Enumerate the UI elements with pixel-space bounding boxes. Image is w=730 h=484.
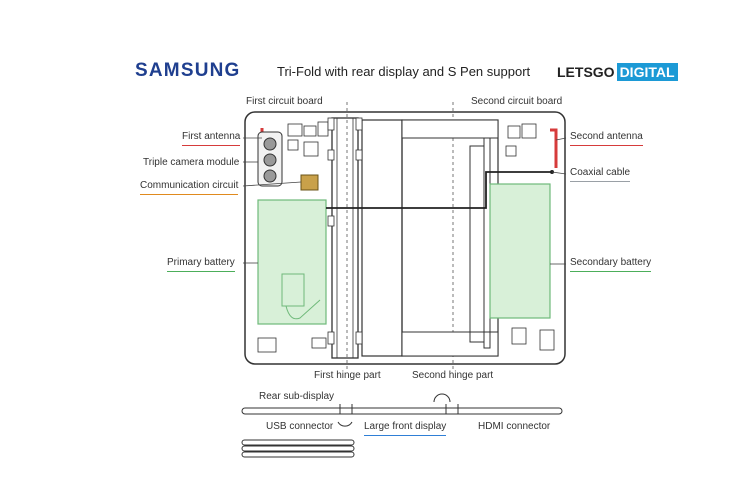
label-rear-sub-display: Rear sub-display [259,391,335,402]
communication-circuit [300,174,319,191]
label-second-circuit-board: Second circuit board [471,96,563,107]
triple-camera-module [257,131,283,187]
samsung-logo: SAMSUNG [135,60,241,81]
label-hdmi-connector: HDMI connector [478,421,551,432]
label-second-hinge-part: Second hinge part [412,370,494,381]
hinge-detail-blocks [327,117,363,345]
logo-letsgo: LETSGO [557,64,615,80]
second-antenna [550,128,558,168]
leader-lines [242,137,567,265]
label-usb-connector: USB connector [266,421,334,432]
diagram-title: Tri-Fold with rear display and S Pen sup… [277,64,531,79]
secondary-battery [489,183,551,319]
coaxial-cable [326,171,552,209]
label-primary-battery: Primary battery [167,257,235,272]
logo-digital: DIGITAL [616,63,678,81]
label-triple-camera-module: Triple camera module [143,157,240,168]
label-coaxial-cable: Coaxial cable [570,167,631,182]
label-large-front-display: Large front display [364,421,447,436]
label-first-antenna: First antenna [182,131,241,146]
label-first-circuit-board: First circuit board [246,96,323,107]
label-second-antenna: Second antenna [570,131,643,146]
label-first-hinge-part: First hinge part [314,370,381,381]
first-hinge-frame [331,117,359,359]
label-secondary-battery: Secondary battery [570,257,652,272]
side-view-unfolded [241,404,563,415]
letsgodigital-logo: LETSGO DIGITAL [557,63,678,81]
label-communication-circuit: Communication circuit [140,180,239,195]
side-view-folded [241,439,355,458]
